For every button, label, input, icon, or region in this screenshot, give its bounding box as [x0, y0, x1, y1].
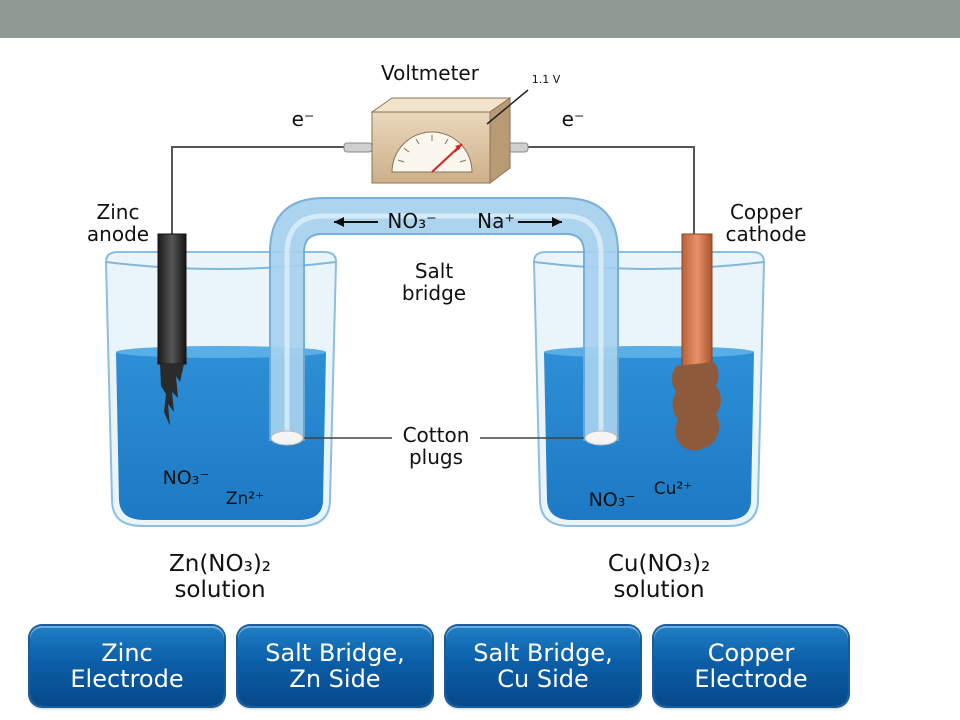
- bridge-cation-label: Na⁺: [477, 209, 515, 233]
- header-bar: [0, 0, 960, 38]
- voltmeter: [370, 89, 529, 184]
- voltmeter-reading: 1.1 V: [531, 73, 561, 86]
- zinc-electrode-button-line1: Zinc: [101, 639, 153, 667]
- copper-electrode-button-line1: Copper: [707, 639, 795, 667]
- external-wire: [171, 146, 695, 236]
- zinc-electrode: [157, 233, 187, 426]
- left-cotton-plug: [270, 430, 304, 446]
- electron-right-label: e⁻: [561, 107, 585, 131]
- right-anion-label: NO₃⁻: [588, 489, 636, 511]
- electron-left-label: e⁻: [291, 107, 315, 131]
- bridge-anion-label: NO₃⁻: [387, 209, 437, 233]
- salt-bridge-zn-side-button[interactable]: Salt Bridge, Zn Side: [238, 626, 432, 706]
- copper-electrode-button[interactable]: Copper Electrode: [654, 626, 848, 706]
- salt-bridge-zn-button-line2: Zn Side: [289, 665, 381, 693]
- left-cation-label: Zn²⁺: [225, 489, 265, 509]
- copper-electrode-button-line2: Electrode: [694, 665, 808, 693]
- zinc-electrode-button-line2: Electrode: [70, 665, 184, 693]
- copper-electrode: [672, 233, 721, 451]
- salt-bridge-tube: [269, 197, 619, 446]
- salt-bridge-cu-button-line1: Salt Bridge,: [473, 639, 613, 667]
- right-cation-label: Cu²⁺: [653, 479, 693, 499]
- right-cotton-plug: [584, 430, 618, 446]
- voltmeter-label: Voltmeter: [381, 61, 479, 85]
- left-anion-label: NO₃⁻: [162, 467, 210, 489]
- salt-bridge-cu-side-button[interactable]: Salt Bridge, Cu Side: [446, 626, 640, 706]
- salt-bridge-zn-button-line1: Salt Bridge,: [265, 639, 405, 667]
- salt-bridge-cu-button-line2: Cu Side: [497, 665, 589, 693]
- zinc-electrode-button[interactable]: Zinc Electrode: [30, 626, 224, 706]
